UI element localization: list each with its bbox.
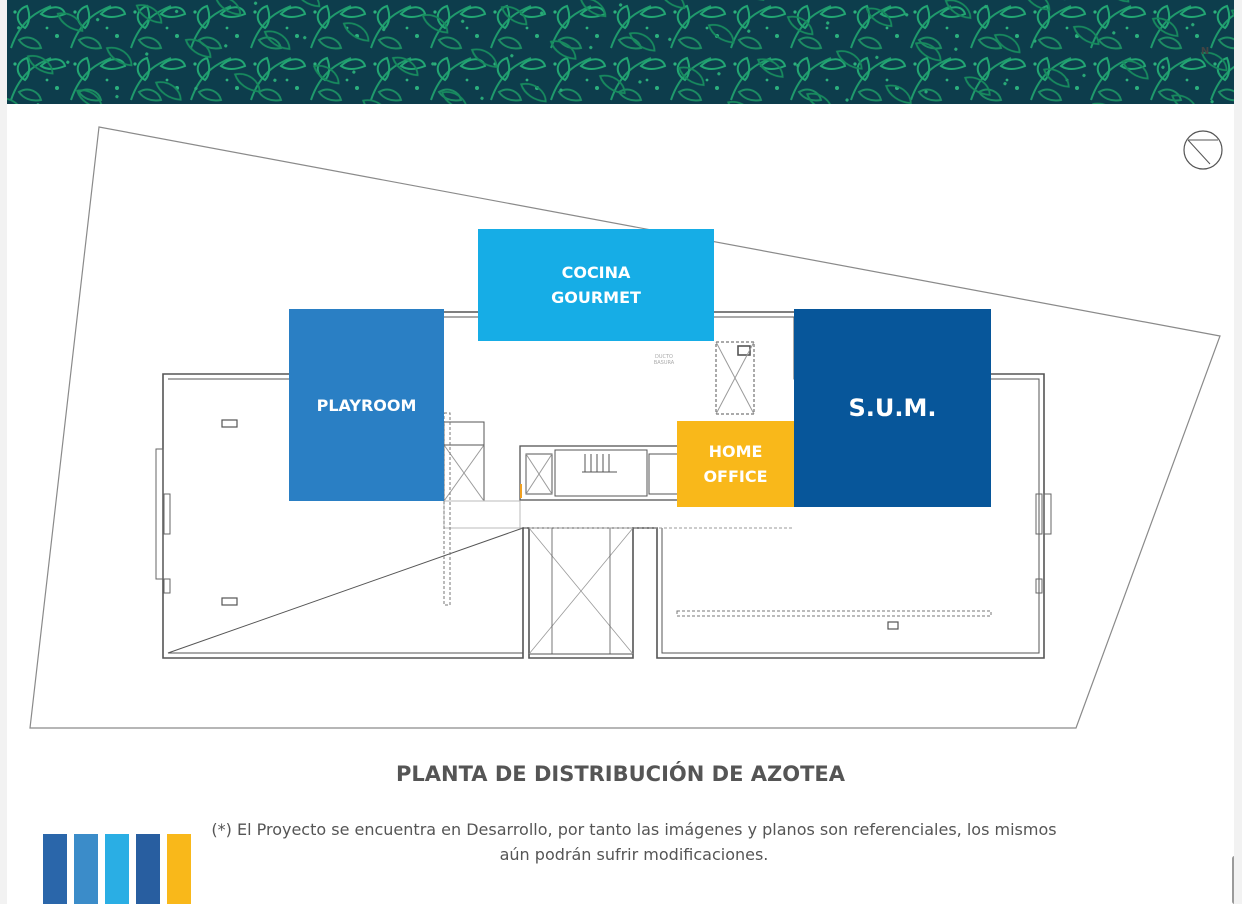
plan-caption: PLANTA DE DISTRIBUCIÓN DE AZOTEA xyxy=(396,762,845,786)
room-sum: S.U.M. xyxy=(794,309,991,507)
room-outlines xyxy=(443,412,992,617)
color-swatches xyxy=(43,834,193,904)
facade-windows xyxy=(155,448,1052,594)
north-arrow-icon xyxy=(1183,130,1223,170)
swatch-5 xyxy=(167,834,191,904)
room-home-office: HOME OFFICE xyxy=(677,421,794,507)
room-cocina-gourmet: COCINA GOURMET xyxy=(478,229,714,341)
swatch-4 xyxy=(136,834,160,904)
north-label: N xyxy=(1200,46,1210,57)
swatch-1 xyxy=(43,834,67,904)
swatch-3 xyxy=(105,834,129,904)
document-page: N DUCTO BASURA PLAYROOM COCINA GOURMET S… xyxy=(7,0,1234,904)
rooftop-floor-plan xyxy=(29,126,1223,729)
disclaimer-text: (*) El Proyecto se encuentra en Desarrol… xyxy=(211,820,1057,864)
duct-label: DUCTO BASURA xyxy=(653,354,675,366)
room-playroom: PLAYROOM xyxy=(289,309,444,501)
site-boundary xyxy=(29,126,1221,729)
scrollbar-thumb[interactable] xyxy=(1232,856,1234,904)
swatch-2 xyxy=(74,834,98,904)
leaf-pattern-banner xyxy=(7,0,1234,104)
